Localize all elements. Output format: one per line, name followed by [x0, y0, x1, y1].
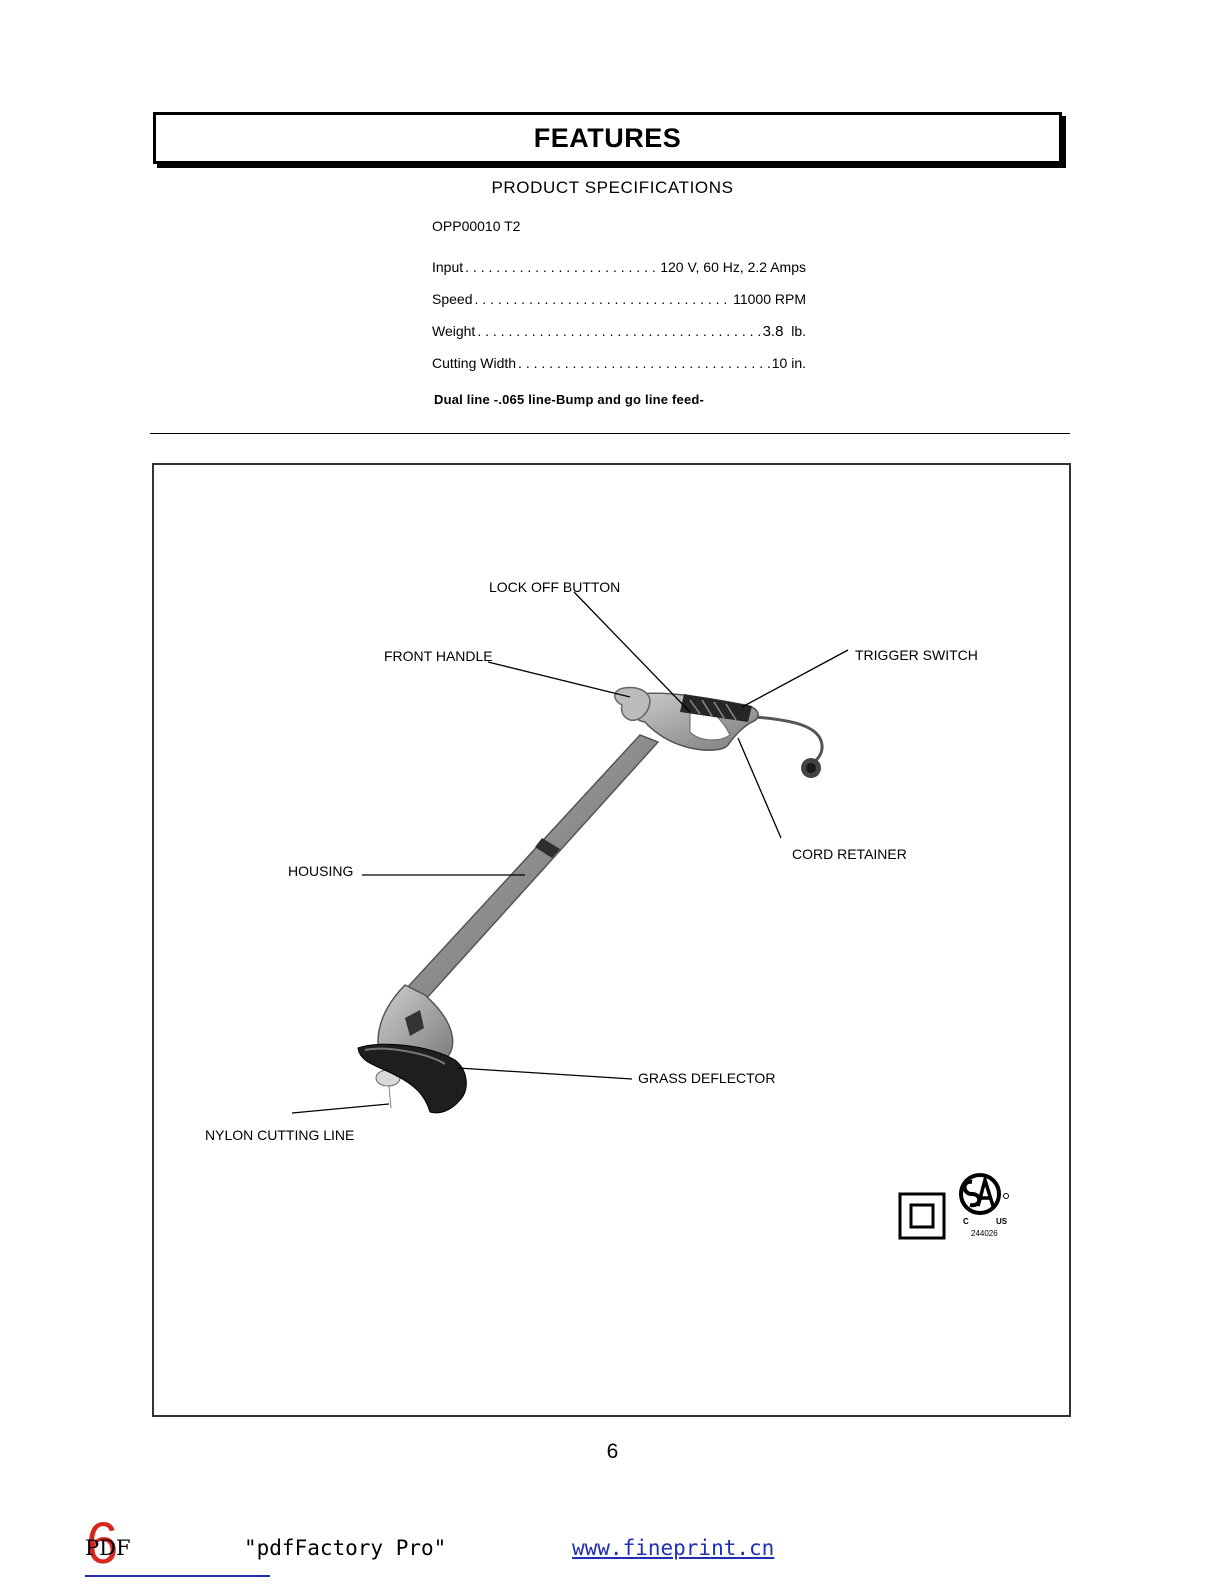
- model-number: OPP00010 T2: [432, 218, 521, 234]
- spec-value: 11000 RPM: [733, 291, 806, 307]
- double-insulation-icon: [898, 1192, 946, 1240]
- footer-underline: [85, 1575, 270, 1577]
- callout-nylon-cutting-line: NYLON CUTTING LINE: [205, 1127, 355, 1143]
- features-header: FEATURES: [153, 112, 1062, 164]
- spec-row-input: Input 120 V, 60 Hz, 2.2 Amps: [432, 259, 806, 279]
- leader-nylon-line: [291, 1103, 390, 1114]
- leader-lines: [291, 591, 849, 1114]
- csa-country-c: C: [963, 1217, 969, 1226]
- specifications-heading: PRODUCT SPECIFICATIONS: [491, 178, 734, 197]
- spec-row-weight: Weight 3.8 lb.: [432, 323, 806, 343]
- shaft-band: [535, 838, 560, 858]
- section-divider: [150, 433, 1070, 434]
- callout-trigger-switch: TRIGGER SWITCH: [855, 647, 978, 663]
- cutting-line-shape: [388, 1085, 392, 1109]
- shaft: [403, 734, 660, 1001]
- leader-cord-retainer: [737, 737, 782, 839]
- leader-front-handle: [487, 661, 631, 698]
- leader-lock-off: [573, 591, 691, 713]
- leader-grass-deflector: [457, 1067, 633, 1080]
- spec-label: Speed: [432, 291, 473, 307]
- grip-ribs: [689, 699, 737, 721]
- spec-row-cutting-width: Cutting Width 10 in.: [432, 355, 806, 375]
- spec-label: Cutting Width: [432, 355, 517, 371]
- weight-unit: lb.: [791, 323, 806, 339]
- cord-plug: [801, 758, 821, 778]
- callout-housing: HOUSING: [288, 863, 354, 879]
- diagram-frame: [152, 463, 1071, 1417]
- page-title: FEATURES: [533, 122, 682, 153]
- power-cord: [754, 715, 824, 766]
- spec-label: Input: [432, 259, 464, 275]
- csa-certification-icon: [959, 1173, 1009, 1215]
- line-feature-note: Dual line -.065 line-Bump and go line fe…: [434, 392, 705, 407]
- csa-country-us: US: [996, 1217, 1008, 1226]
- footer-product-name: "pdfFactory Pro": [244, 1536, 447, 1560]
- grass-deflector-shape: [357, 1043, 467, 1114]
- leader-trigger: [741, 649, 849, 708]
- spec-label: Weight: [432, 323, 476, 339]
- csa-number: 244026: [971, 1229, 998, 1238]
- callout-grass-deflector: GRASS DEFLECTOR: [638, 1070, 776, 1086]
- spec-value: 120 V, 60 Hz, 2.2 Amps: [660, 259, 806, 275]
- page-number: 6: [606, 1440, 619, 1463]
- weight-number: 3.8: [762, 323, 784, 340]
- footer-link[interactable]: www.fineprint.cn: [572, 1536, 775, 1560]
- spec-value: 3.8 lb.: [763, 323, 806, 340]
- deflector-rim: [364, 1047, 446, 1065]
- callout-cord-retainer: CORD RETAINER: [792, 846, 907, 862]
- footer-page-digit: 6: [86, 1511, 119, 1576]
- footer-pdf-label: PDF: [85, 1536, 131, 1560]
- motor-vent: [405, 1010, 424, 1036]
- callout-front-handle: FRONT HANDLE: [384, 648, 493, 664]
- trigger-grip: [680, 694, 752, 722]
- spec-value: 10 in.: [771, 355, 806, 371]
- callout-lock-off-button: LOCK OFF BUTTON: [489, 579, 621, 595]
- spec-row-speed: Speed 11000 RPM: [432, 291, 806, 311]
